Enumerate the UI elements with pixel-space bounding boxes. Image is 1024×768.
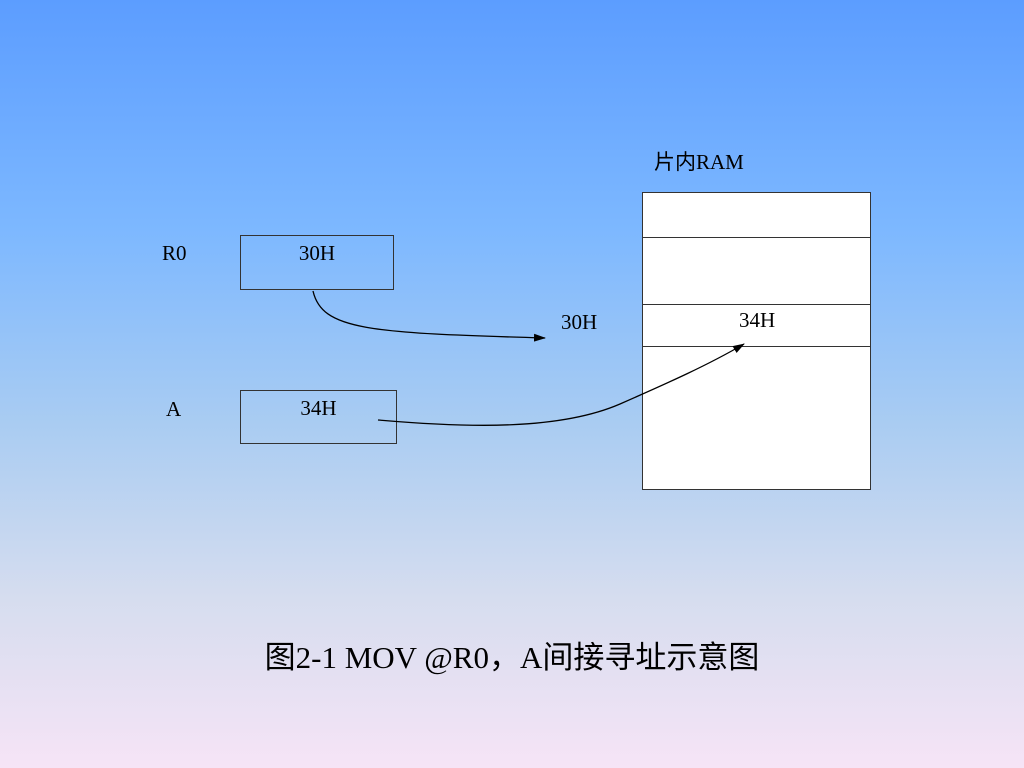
internal-ram-block: 34H: [642, 192, 871, 490]
pointer-arrow-r0-to-address: [312, 290, 546, 342]
figure-caption: 图2-1 MOV @R0，A间接寻址示意图: [264, 640, 760, 675]
data-arrow-a-to-ram: [377, 343, 745, 426]
a-register-box: 34H: [240, 390, 397, 444]
r0-register-box: 30H: [240, 235, 394, 290]
a-label: A: [166, 397, 182, 421]
a-value: 34H: [300, 396, 337, 420]
ram-cell-divider: [643, 237, 870, 238]
ram-cell-divider: [643, 304, 870, 305]
r0-value: 30H: [298, 241, 336, 265]
address-label: 30H: [561, 310, 598, 334]
ram-cell-value: 34H: [739, 308, 776, 332]
ram-cell-divider: [643, 346, 870, 347]
ram-title: 片内RAM: [654, 150, 744, 174]
r0-label: R0: [162, 241, 187, 265]
